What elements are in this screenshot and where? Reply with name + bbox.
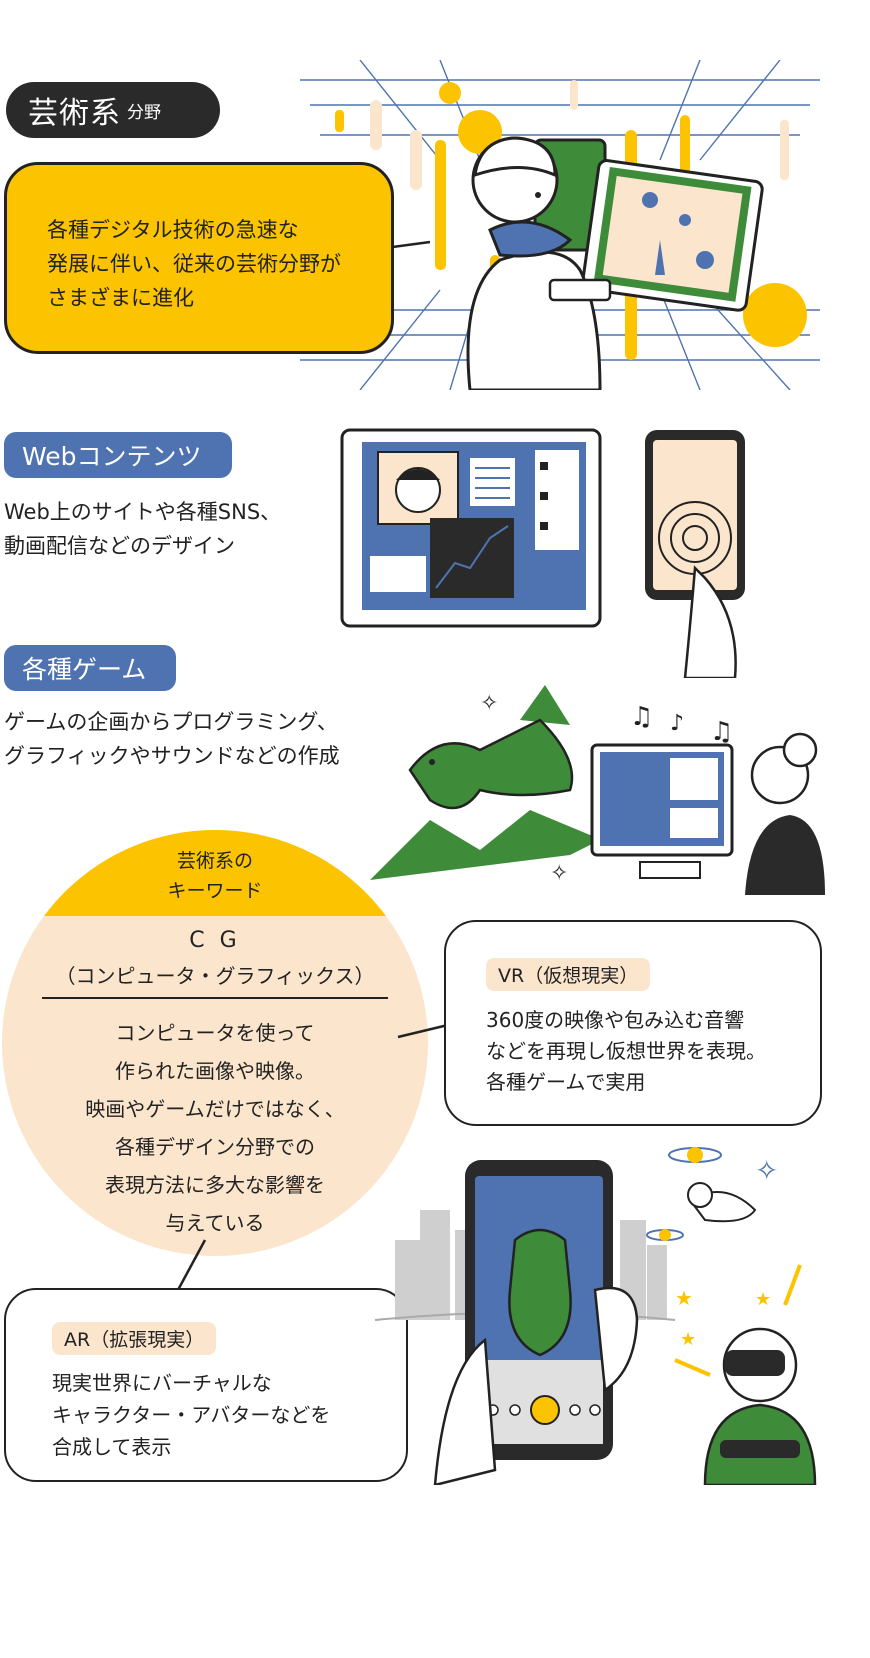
art-line-1: 各種デジタル技術の急速な bbox=[47, 218, 299, 242]
art-line-2: 発展に伴い、従来の芸術分野が bbox=[47, 252, 341, 276]
web-illustration bbox=[340, 428, 745, 678]
cg-subtitle: （コンピュータ・グラフィックス） bbox=[55, 964, 375, 988]
cg-line-3: 映画やゲームだけではなく、 bbox=[85, 1097, 345, 1121]
art-line-3: さまざまに進化 bbox=[47, 286, 194, 310]
cg-line-1: コンピュータを使って bbox=[115, 1021, 315, 1045]
cg-title: C G bbox=[189, 928, 241, 953]
vr-line-1: 360度の映像や包み込む音響 bbox=[486, 1008, 745, 1032]
vr-line-3: 各種ゲームで実用 bbox=[486, 1070, 646, 1094]
game-illustration: ♫ ♪ ♫ ✧ ✧ bbox=[370, 685, 825, 895]
game-description: ゲームの企画からプログラミング、 グラフィックやサウンドなどの作成 bbox=[4, 705, 340, 773]
cg-line-6: 与えている bbox=[165, 1211, 265, 1235]
keyword-circle bbox=[2, 830, 428, 1256]
web-description: Web上のサイトや各種SNS、 動画配信などのデザイン bbox=[4, 495, 281, 563]
svg-text:★: ★ bbox=[755, 1289, 771, 1310]
vr-line-2: などを再現し仮想世界を表現。 bbox=[486, 1039, 766, 1063]
keyword-header-line-1: 芸術系の bbox=[176, 850, 253, 872]
art-title: 芸術系 bbox=[28, 96, 121, 131]
ar-line-2: キャラクター・アバターなどを bbox=[52, 1403, 331, 1427]
ar-line-1: 現実世界にバーチャルな bbox=[52, 1371, 272, 1395]
svg-text:★: ★ bbox=[675, 1286, 693, 1310]
svg-text:✧: ✧ bbox=[755, 1154, 778, 1187]
game-line-2: グラフィックやサウンドなどの作成 bbox=[4, 744, 340, 768]
web-line-2: 動画配信などのデザイン bbox=[4, 534, 235, 558]
vr-bubble: VR（仮想現実） 360度の映像や包み込む音響 などを再現し仮想世界を表現。 各… bbox=[444, 920, 822, 1126]
art-title-suffix: 分野 bbox=[127, 102, 161, 123]
web-label: Webコンテンツ bbox=[4, 432, 232, 478]
cg-line-2: 作られた画像や映像。 bbox=[115, 1059, 315, 1083]
cg-line-5: 表現方法に多大な影響を bbox=[105, 1173, 325, 1197]
keyword-header-line-2: キーワード bbox=[167, 880, 263, 902]
svg-text:♪: ♪ bbox=[670, 711, 684, 736]
ar-line-3: 合成して表示 bbox=[52, 1435, 172, 1459]
svg-text:♫: ♫ bbox=[710, 717, 733, 747]
ar-vr-illustration: ✧ ★ ★ ★ ★ bbox=[375, 1147, 817, 1485]
game-label: 各種ゲーム bbox=[4, 645, 176, 691]
vr-label: VR（仮想現実） bbox=[486, 958, 651, 991]
web-line-1: Web上のサイトや各種SNS、 bbox=[4, 500, 282, 524]
ar-bubble: AR（拡張現実） 現実世界にバーチャルな キャラクター・アバターなどを 合成して… bbox=[4, 1288, 408, 1482]
art-illustration bbox=[300, 60, 820, 390]
ar-label: AR（拡張現実） bbox=[52, 1322, 217, 1355]
svg-text:♫: ♫ bbox=[630, 702, 653, 732]
game-line-1: ゲームの企画からプログラミング、 bbox=[4, 710, 338, 734]
cg-line-4: 各種デザイン分野での bbox=[115, 1135, 315, 1159]
art-title-pill: 芸術系 分野 bbox=[6, 82, 220, 138]
keyword-header: 芸術系の キーワード bbox=[100, 846, 330, 906]
cg-description: コンピュータを使って 作られた画像や映像。 映画やゲームだけではなく、 各種デザ… bbox=[30, 1014, 400, 1242]
svg-text:✧: ✧ bbox=[550, 861, 568, 886]
art-description-box: 各種デジタル技術の急速な 発展に伴い、従来の芸術分野が さまざまに進化 bbox=[4, 162, 394, 354]
svg-text:★: ★ bbox=[680, 1329, 696, 1350]
svg-text:✧: ✧ bbox=[480, 691, 498, 716]
